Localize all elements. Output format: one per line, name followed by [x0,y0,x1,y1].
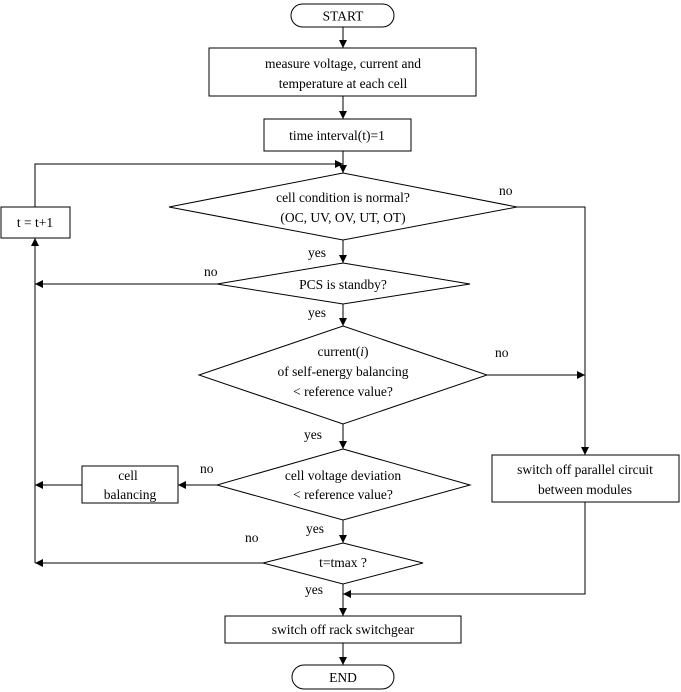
start-terminal-shape [290,3,395,28]
current-check-label-line3: < reference value? [293,384,393,399]
pcs-standby-decision-shape [216,262,471,305]
voltage-deviation-label-line1: cell voltage deviation [285,468,401,483]
cell-condition-decision-shape [168,172,518,241]
edges [31,27,589,665]
pcs-standby-label: PCS is standby? [299,277,387,292]
start-node: START [290,3,395,28]
edge-label-condition-yes: yes [308,245,326,260]
switch-rack-label: switch off rack switchgear [272,622,415,637]
increment-node: t = t+1 [0,206,71,239]
voltage-deviation-decision-shape [215,448,472,521]
current-check-node: current(i) of self-energy balancing < re… [197,325,489,425]
current-check-label-line2: of self-energy balancing [278,364,409,379]
edge-condition-no [517,206,589,455]
measure-label-line1: measure voltage, current and [265,56,421,71]
cell-condition-node: cell condition is normal? (OC, UV, OV, U… [168,172,518,241]
cell-balancing-label-line1: cell [118,468,138,483]
edge-label-current-yes: yes [304,427,322,442]
switch-parallel-label-line2: between modules [538,482,632,497]
cell-condition-label-line1: cell condition is normal? [276,190,410,205]
measure-process-shape [208,47,477,97]
end-label: END [329,670,357,685]
current-check-label-line1: current(i) [318,344,369,359]
cell-condition-label-line2: (OC, UV, OV, UT, OT) [280,210,405,225]
edge-label-tmax-yes: yes [305,582,323,597]
increment-process-shape [0,206,71,239]
pcs-standby-node: PCS is standby? [216,262,471,305]
tmax-check-label: t=tmax ? [319,555,367,570]
edge-label-voltage-yes: yes [306,521,324,536]
tmax-check-node: t=tmax ? [262,542,424,585]
cell-balancing-label-line2: balancing [104,487,157,502]
voltage-deviation-label-line2: < reference value? [293,487,393,502]
measure-node: measure voltage, current and temperature… [208,47,477,97]
switch-parallel-process-shape [491,454,680,503]
edge-label-pcs-no: no [204,264,218,279]
end-node: END [291,664,395,690]
switch-rack-process-shape [224,615,462,644]
time-interval-label: time interval(t)=1 [289,128,385,143]
increment-label: t = t+1 [17,215,53,230]
current-check-prefix: current( [318,344,361,359]
edge-label-tmax-no: no [245,530,259,545]
cell-balancing-process-shape [81,465,179,504]
cell-balancing-node: cell balancing [81,465,179,504]
edge-increment-loop [34,160,343,207]
current-check-suffix: ) [364,344,369,359]
edge-label-voltage-no: no [200,461,214,476]
end-terminal-shape [291,664,395,690]
measure-label-line2: temperature at each cell [279,76,408,91]
switch-rack-node: switch off rack switchgear [224,615,462,644]
edge-label-condition-no: no [499,183,513,198]
time-interval-process-shape [263,118,412,152]
switch-parallel-node: switch off parallel circuit between modu… [491,454,680,503]
edge-label-pcs-yes: yes [308,305,326,320]
start-label: START [323,9,365,24]
tmax-check-decision-shape [262,542,424,585]
time-interval-node: time interval(t)=1 [263,118,412,152]
voltage-deviation-node: cell voltage deviation < reference value… [215,448,472,521]
edge-label-current-no: no [495,345,509,360]
current-check-variable: i [360,344,364,359]
current-check-decision-shape [197,325,489,425]
edge-parallel-to-rack [343,502,586,598]
switch-parallel-label-line1: switch off parallel circuit [517,462,653,477]
